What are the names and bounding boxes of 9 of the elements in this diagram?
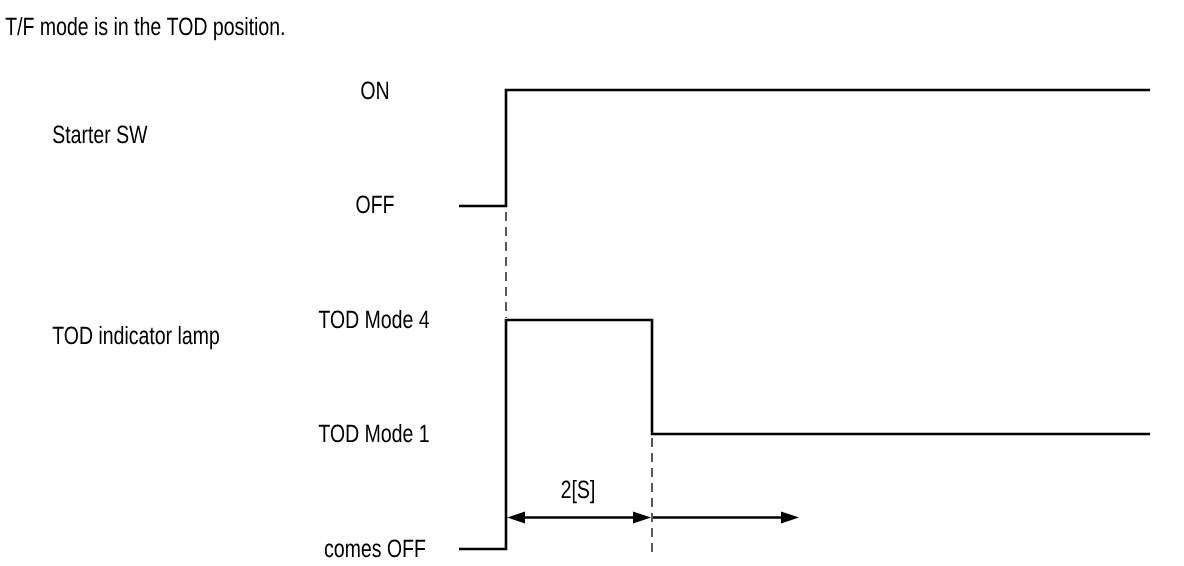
state-label: ON <box>361 81 389 100</box>
signal-label: Starter SW <box>53 125 148 144</box>
state-label: comes OFF <box>324 539 426 558</box>
signal-label: TOD indicator lamp <box>52 325 219 350</box>
state-label: TOD Mode 4 <box>318 309 430 329</box>
dimension-label: 2[S] <box>561 479 594 504</box>
state-label: TOD Mode 1 <box>318 423 429 443</box>
title: T/F mode is in the TOD position. <box>5 16 284 41</box>
state-label: OFF <box>356 195 394 214</box>
